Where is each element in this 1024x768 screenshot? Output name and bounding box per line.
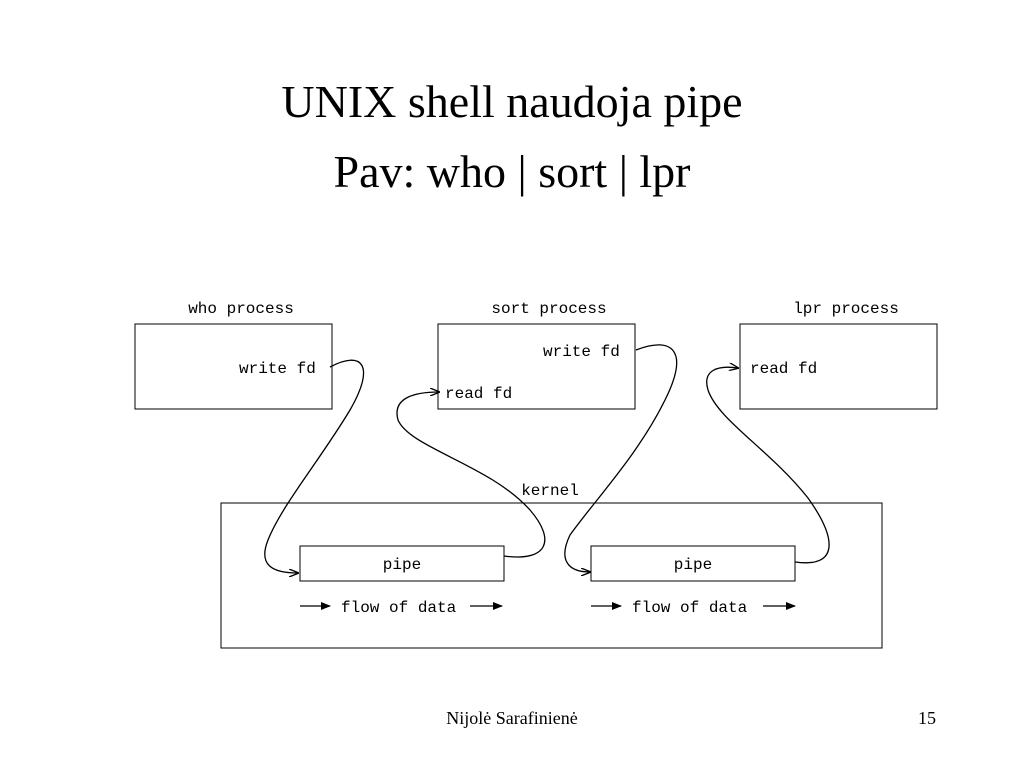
kernel-label: kernel xyxy=(521,482,579,500)
who-to-pipe1-arrow xyxy=(264,359,365,573)
lpr-process-box xyxy=(739,323,938,410)
who-process-label: who process xyxy=(188,300,294,318)
who-write-fd-label: write fd xyxy=(239,360,316,378)
sort-read-fd-label: read fd xyxy=(445,385,512,403)
sort-process-label: sort process xyxy=(491,300,606,318)
slide-title-line1: UNIX shell naudoja pipe xyxy=(281,76,743,127)
kernel-box xyxy=(220,502,883,649)
lpr-process-label: lpr process xyxy=(793,300,899,318)
sort-to-pipe2-arrow xyxy=(564,344,678,572)
pipe-1-box xyxy=(299,545,505,582)
page-number: 15 xyxy=(918,708,936,728)
pipe-2-label: pipe xyxy=(674,556,712,574)
sort-process-box xyxy=(437,323,636,410)
flow-1-label: flow of data xyxy=(341,599,457,617)
pipe1-to-sort-arrow xyxy=(396,392,546,558)
pipe-2-box xyxy=(590,545,796,582)
lpr-read-fd-label: read fd xyxy=(750,360,817,378)
slide-title-line2: Pav: who | sort | lpr xyxy=(333,146,691,197)
pipe2-to-lpr-arrow xyxy=(706,367,830,564)
sort-write-fd-label: write fd xyxy=(543,343,620,361)
flow-2-label: flow of data xyxy=(632,599,748,617)
footer-author: Nijolė Sarafinienė xyxy=(446,708,578,728)
pipe-1-label: pipe xyxy=(383,556,421,574)
